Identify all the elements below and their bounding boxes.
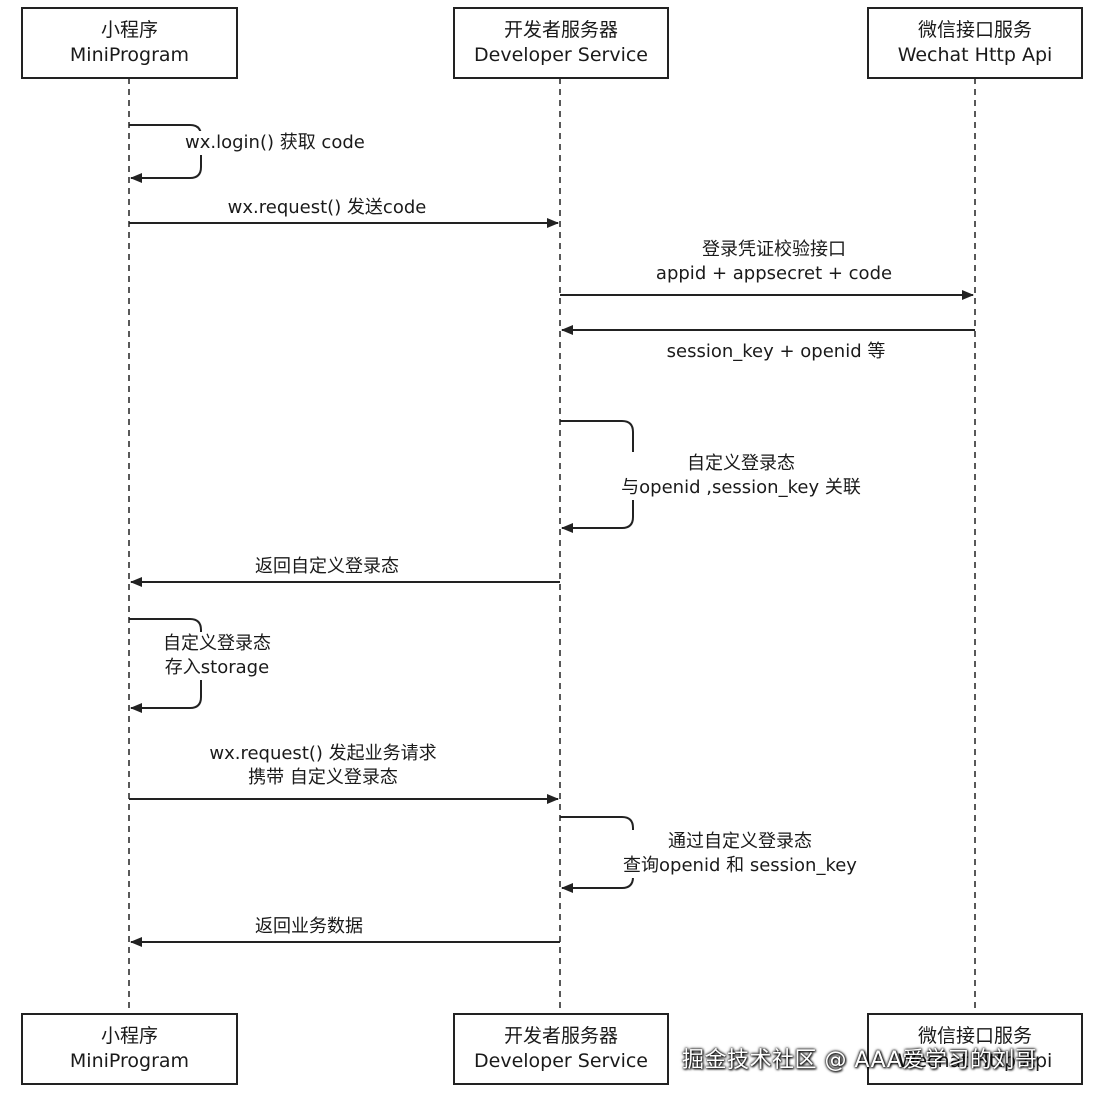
- watermark-text: 掘金技术社区 @ AAA爱学习的刘哥: [682, 1048, 1038, 1073]
- label-business-request: wx.request() 发起业务请求 携带 自定义登录态: [207, 742, 439, 790]
- label-return-data: 返回业务数据: [253, 915, 365, 939]
- label-custom-state: 自定义登录态 与openid ,session_key 关联: [619, 452, 863, 500]
- label-custom-state-line1: 自定义登录态: [687, 453, 795, 474]
- participant-miniprogram-top: 小程序 MiniProgram: [21, 7, 238, 79]
- label-query-line1: 通过自定义登录态: [668, 831, 812, 852]
- label-custom-state-line2: 与openid ,session_key 关联: [621, 477, 861, 498]
- participant-en: Developer Service: [474, 1050, 648, 1072]
- label-store-line1: 自定义登录态: [163, 633, 271, 654]
- participant-zh: 微信接口服务: [917, 19, 1032, 41]
- label-send-code: wx.request() 发送code: [225, 196, 429, 220]
- participant-zh: 开发者服务器: [503, 1025, 618, 1047]
- label-business-line1: wx.request() 发起业务请求: [209, 743, 437, 764]
- label-login: wx.login() 获取 code: [183, 131, 367, 155]
- label-verify-line1: 登录凭证校验接口: [701, 239, 846, 260]
- label-store-line2: 存入storage: [164, 657, 270, 678]
- participant-en: MiniProgram: [69, 44, 190, 66]
- participant-wechat-top: 微信接口服务 Wechat Http Api: [867, 7, 1083, 79]
- participant-en: MiniProgram: [69, 1050, 190, 1072]
- participant-developer-bottom: 开发者服务器 Developer Service: [453, 1013, 669, 1085]
- participant-zh: 微信接口服务: [917, 1025, 1032, 1047]
- label-session-return: session_key + openid 等: [664, 340, 888, 364]
- participant-zh: 小程序: [100, 1025, 158, 1047]
- label-query-line2: 查询openid 和 session_key: [623, 855, 857, 876]
- label-business-line2: 携带 自定义登录态: [248, 767, 398, 788]
- participant-en: Wechat Http Api: [897, 44, 1053, 66]
- label-return-state: 返回自定义登录态: [253, 555, 401, 579]
- participant-en: Developer Service: [474, 44, 648, 66]
- participant-zh: 小程序: [100, 19, 158, 41]
- participant-wechat-bottom: 微信接口服务 Wechat Http Api: [867, 1013, 1083, 1085]
- label-query: 通过自定义登录态 查询openid 和 session_key: [621, 830, 859, 878]
- label-verify-line2: appid + appsecret + code: [655, 263, 893, 284]
- participant-miniprogram-bottom: 小程序 MiniProgram: [21, 1013, 238, 1085]
- participant-en: Wechat Http Api: [897, 1050, 1053, 1072]
- participant-zh: 开发者服务器: [503, 19, 618, 41]
- label-verify: 登录凭证校验接口 appid + appsecret + code: [653, 238, 895, 286]
- label-store: 自定义登录态 存入storage: [161, 632, 273, 680]
- participant-developer-top: 开发者服务器 Developer Service: [453, 7, 669, 79]
